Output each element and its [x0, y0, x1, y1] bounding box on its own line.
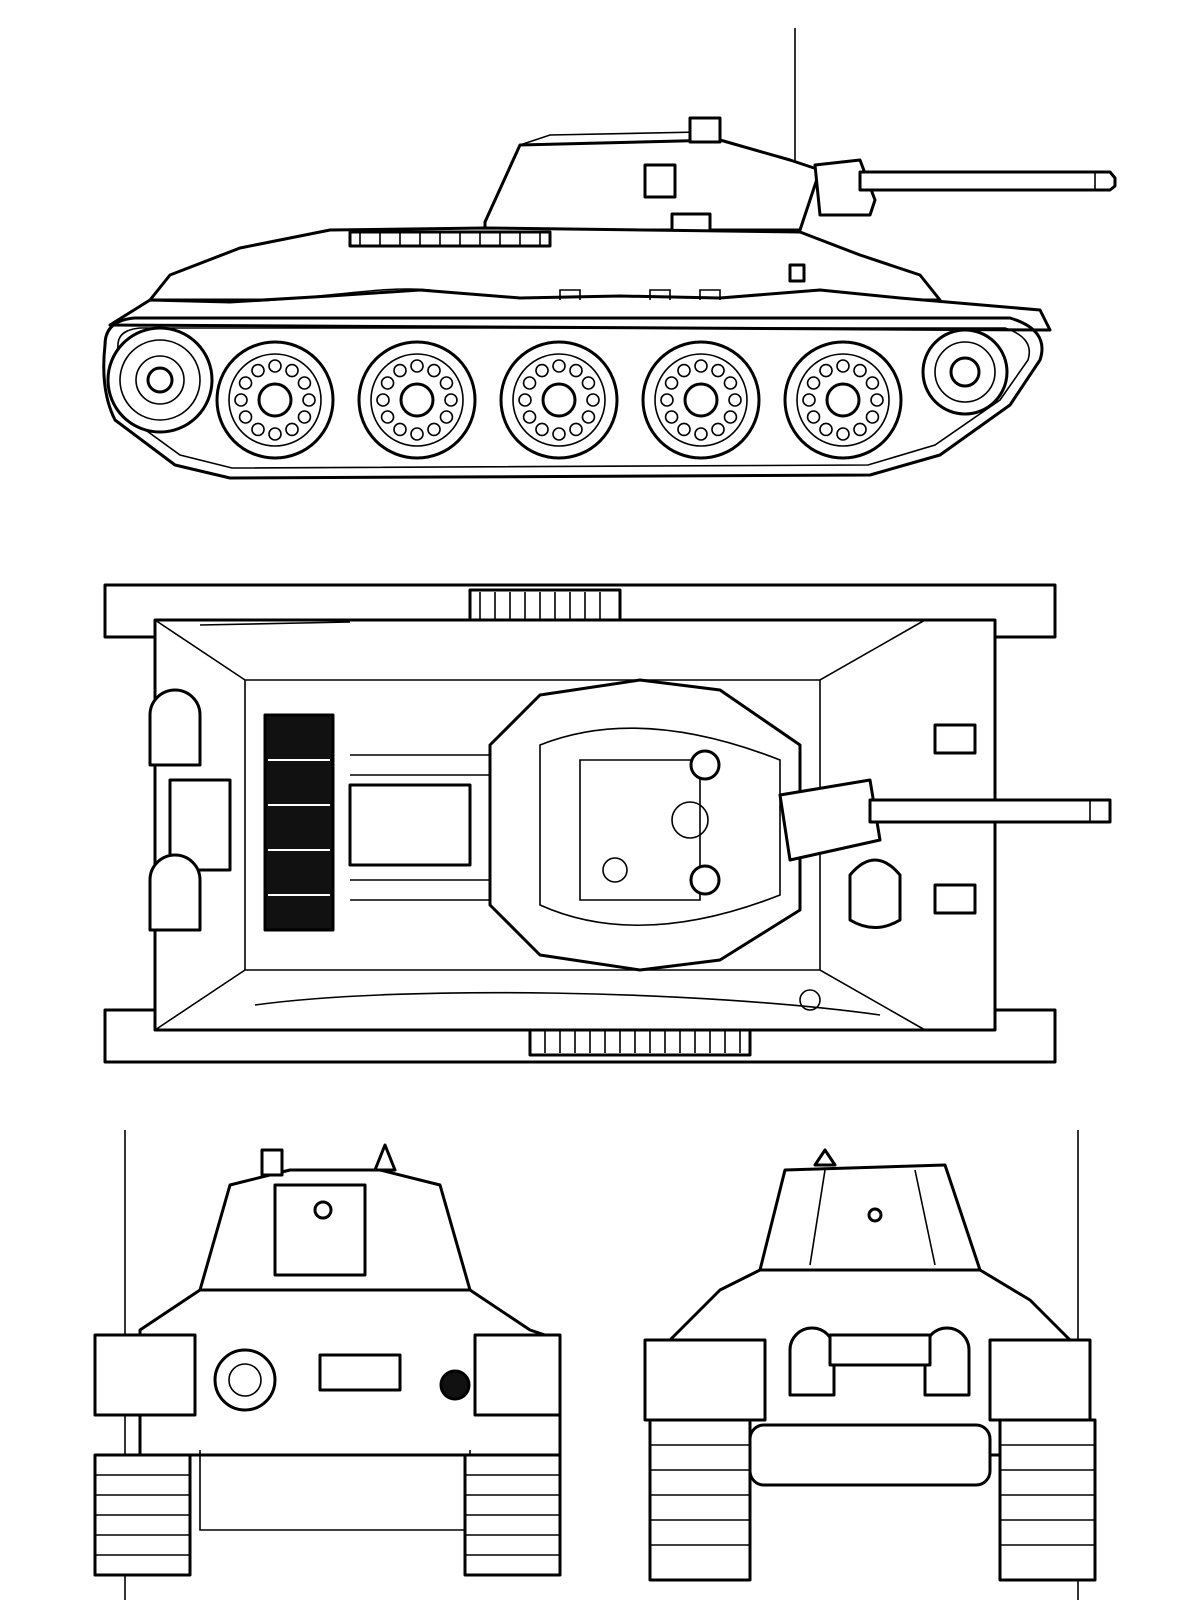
gun-top: [778, 778, 1112, 862]
track-right-top: [103, 1008, 1057, 1064]
idler-wheel: [921, 328, 1009, 416]
vision-port: [643, 163, 677, 199]
rear-tracks: [648, 1418, 1097, 1582]
front-tracks: [93, 1453, 562, 1577]
road-wheel: [499, 340, 619, 460]
front-hull: [93, 1288, 562, 1531]
road-wheel: [783, 340, 903, 460]
tow-cables: [199, 621, 881, 1016]
main-gun: [858, 170, 1117, 192]
drive-sprocket: [106, 326, 214, 434]
rear-hull: [643, 1268, 1092, 1487]
turret: [483, 116, 877, 236]
hull: [108, 226, 1052, 332]
road-wheels: [215, 340, 903, 460]
turret-top: [488, 678, 802, 972]
track-left-top: [103, 583, 1057, 639]
driver-hatch: [848, 858, 902, 929]
road-wheel: [641, 340, 761, 460]
side-view: [102, 28, 1117, 480]
rear-fuel-tanks: [748, 1423, 992, 1487]
commander-hatch: [688, 116, 722, 144]
road-wheel: [357, 340, 477, 460]
hull-deck: [148, 618, 997, 1032]
front-turret: [198, 1143, 472, 1292]
rear-turret: [758, 1148, 982, 1272]
radiator-grille: [263, 713, 335, 932]
transmission-hatch: [168, 778, 232, 872]
road-wheel: [215, 340, 335, 460]
